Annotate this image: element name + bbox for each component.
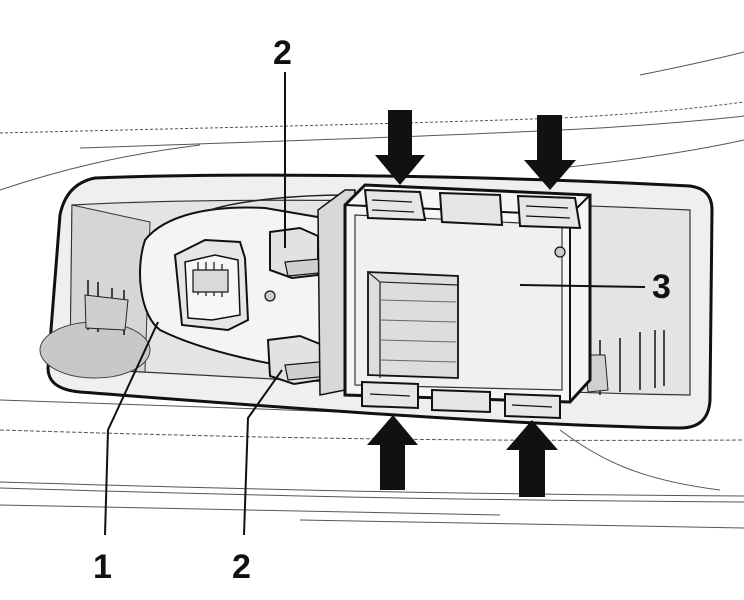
leader-line-3 — [519, 284, 646, 288]
arrow-top-right — [524, 115, 576, 190]
contour-line — [639, 51, 744, 76]
arrow-top-left — [375, 110, 425, 185]
contour-line — [299, 519, 744, 529]
latch-top-left — [363, 188, 427, 222]
arrow-bottom-right — [506, 420, 558, 497]
contour-line — [0, 144, 201, 191]
contour-line — [0, 487, 744, 503]
contour-line — [0, 429, 744, 441]
contour-line — [0, 101, 744, 134]
switch-connector-block-edge — [367, 271, 459, 378]
switch-module-screw — [554, 246, 566, 258]
leader-lines — [104, 72, 646, 536]
latch-top-left-detail — [371, 199, 415, 213]
mounting-hole — [264, 290, 276, 302]
leader-line-1 — [104, 321, 159, 536]
callout-3: 3 — [652, 268, 671, 306]
callout-2-top: 2 — [273, 34, 292, 72]
callout-2-bottom: 2 — [232, 548, 251, 586]
contour-line — [0, 481, 744, 497]
contour-line — [0, 504, 501, 516]
contour-line — [559, 429, 721, 491]
arrow-bottom-left — [367, 415, 418, 490]
latch-bottom-right-detail — [511, 404, 553, 408]
press-arrows — [367, 110, 576, 497]
contour-line — [79, 115, 744, 149]
switch-connector-lines — [379, 299, 457, 363]
switch-module — [343, 183, 592, 420]
callout-1: 1 — [93, 548, 112, 586]
latch-top-right-detail — [525, 205, 571, 219]
housing-rib-block — [84, 294, 129, 331]
switch-connector-block — [367, 271, 459, 379]
latch-top-right — [516, 194, 582, 230]
leader-line-2-bottom — [243, 369, 283, 536]
latch-top-middle — [438, 191, 504, 227]
latch-bottom-middle — [431, 388, 491, 414]
plug-latch — [192, 269, 229, 293]
housing-lower-shadow — [39, 321, 151, 379]
latch-bottom-left-detail — [369, 393, 411, 397]
